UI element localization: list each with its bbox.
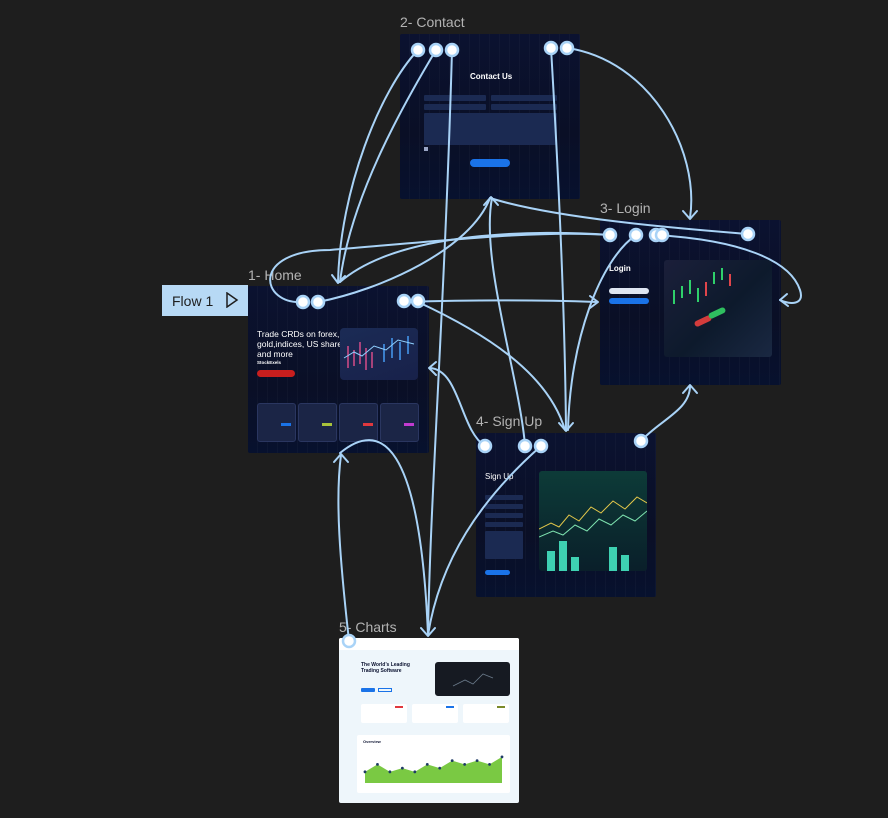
message-field[interactable] bbox=[424, 113, 557, 145]
home-brand: StockExels bbox=[257, 360, 282, 365]
frame-signup[interactable]: Sign Up bbox=[476, 433, 656, 597]
login-hero-image bbox=[664, 260, 772, 357]
frame-home[interactable]: Trade CRDs on forex, gold,indices, US sh… bbox=[248, 286, 429, 453]
overview-area bbox=[365, 756, 502, 783]
charts-ticker-1[interactable] bbox=[361, 704, 407, 723]
home-headline: Trade CRDs on forex, gold,indices, US sh… bbox=[257, 329, 347, 359]
frame-label-charts[interactable]: 5- Charts bbox=[339, 619, 397, 635]
frame-charts[interactable]: The World’s Leading Trading Software Ove… bbox=[339, 638, 519, 803]
flow-label: Flow 1 bbox=[172, 292, 214, 309]
play-triangle-icon bbox=[226, 292, 239, 308]
connector bbox=[337, 454, 350, 642]
flow-start-button[interactable]: Flow 1 bbox=[162, 285, 248, 316]
charts-hero-image bbox=[435, 662, 510, 696]
overview-point-5 bbox=[425, 762, 429, 766]
connector bbox=[403, 299, 598, 303]
overview-title: Overview bbox=[363, 739, 381, 744]
connector bbox=[339, 231, 611, 283]
signup-details-field[interactable] bbox=[485, 531, 523, 559]
overview-area-chart bbox=[363, 755, 504, 783]
frame-label-home[interactable]: 1- Home bbox=[248, 267, 302, 283]
charts-ticker-3[interactable] bbox=[463, 704, 509, 723]
arrowhead bbox=[682, 210, 698, 220]
charts-overview-panel: Overview bbox=[357, 735, 510, 793]
contact-title: Contact Us bbox=[470, 72, 513, 81]
charts-secondary-button[interactable] bbox=[378, 688, 392, 692]
connector bbox=[488, 197, 526, 447]
connector bbox=[417, 301, 566, 431]
home-card-3[interactable] bbox=[339, 403, 378, 442]
signup-password-field[interactable] bbox=[485, 522, 523, 527]
overview-point-9 bbox=[475, 759, 479, 763]
frame-label-signup[interactable]: 4- Sign Up bbox=[476, 413, 543, 429]
overview-point-4 bbox=[413, 770, 417, 774]
overview-point-6 bbox=[438, 766, 442, 770]
home-card-1[interactable] bbox=[257, 403, 296, 442]
frame-login[interactable]: Login bbox=[600, 220, 781, 385]
arrowhead bbox=[333, 453, 349, 463]
connector bbox=[339, 439, 429, 636]
arrowhead bbox=[682, 384, 698, 394]
overview-point-10 bbox=[488, 762, 491, 766]
arrowhead bbox=[779, 293, 789, 307]
overview-point-2 bbox=[388, 770, 392, 774]
home-card-2[interactable] bbox=[298, 403, 337, 442]
overview-point-0 bbox=[363, 770, 367, 774]
arrowhead bbox=[331, 274, 346, 284]
overview-point-11 bbox=[500, 755, 504, 759]
signup-title: Sign Up bbox=[485, 472, 514, 481]
arrowhead bbox=[589, 295, 599, 309]
first-name-field[interactable] bbox=[424, 95, 486, 101]
signup-first-name-field[interactable] bbox=[485, 495, 523, 500]
frame-contact[interactable]: Contact Us bbox=[400, 34, 580, 199]
contact-submit-button[interactable] bbox=[470, 159, 510, 167]
arrowhead bbox=[420, 627, 436, 637]
overview-point-1 bbox=[376, 762, 379, 766]
overview-point-7 bbox=[450, 759, 454, 763]
frame-label-contact[interactable]: 2- Contact bbox=[400, 14, 465, 30]
signup-submit-button[interactable] bbox=[485, 570, 510, 575]
login-title: Login bbox=[609, 264, 631, 273]
home-hero-chart bbox=[340, 328, 418, 380]
phone-field[interactable] bbox=[491, 104, 557, 110]
signup-email-field[interactable] bbox=[485, 513, 523, 518]
arrowhead bbox=[428, 361, 437, 376]
charts-headline: The World’s Leading Trading Software bbox=[361, 662, 410, 674]
login-submit-button[interactable] bbox=[609, 298, 649, 304]
charts-ticker-2[interactable] bbox=[412, 704, 458, 723]
home-card-4[interactable] bbox=[380, 403, 419, 442]
connector bbox=[566, 47, 693, 219]
last-name-field[interactable] bbox=[491, 95, 557, 101]
signup-hero-image bbox=[539, 471, 647, 571]
email-field[interactable] bbox=[424, 104, 486, 110]
frame-label-login[interactable]: 3- Login bbox=[600, 200, 651, 216]
home-get-started-button[interactable] bbox=[257, 370, 295, 377]
charts-primary-button[interactable] bbox=[361, 688, 375, 692]
overview-point-3 bbox=[400, 766, 404, 770]
login-username-field[interactable] bbox=[609, 288, 649, 294]
signup-last-name-field[interactable] bbox=[485, 504, 523, 509]
arrowhead bbox=[558, 422, 574, 432]
overview-point-8 bbox=[463, 762, 467, 766]
terms-checkbox[interactable] bbox=[424, 147, 428, 151]
